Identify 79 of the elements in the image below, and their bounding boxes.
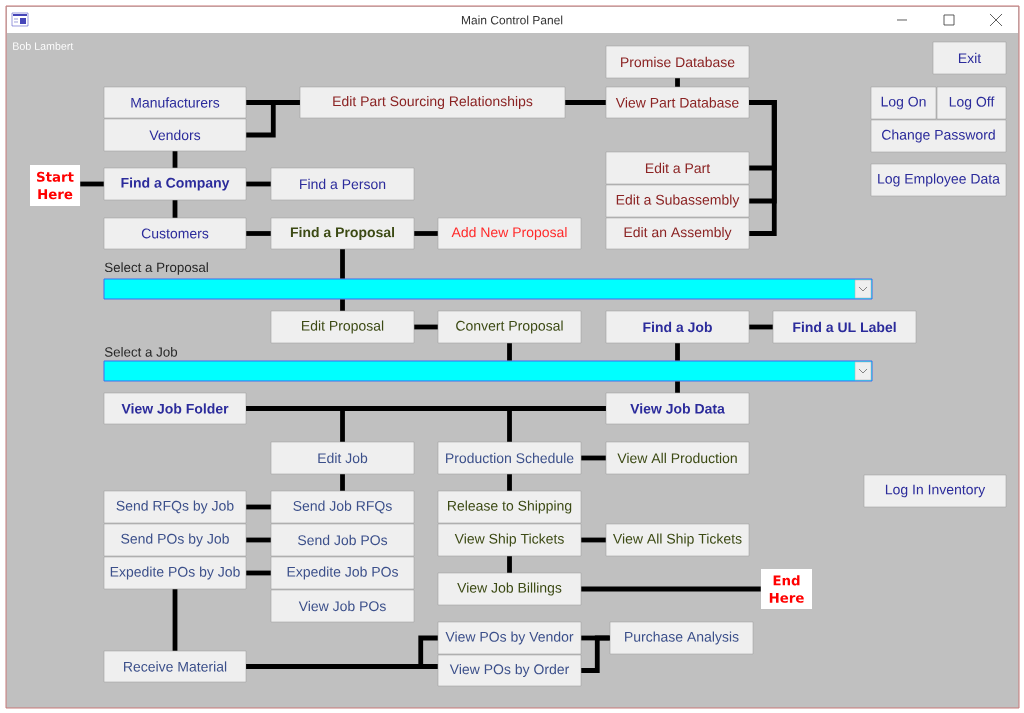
connector-line (246, 537, 271, 543)
menu-button: Send RFQs by Job (103, 490, 247, 524)
menu-button: Find a Job (605, 310, 750, 344)
menu-button: View Job Folder (103, 392, 247, 425)
menu-button: Log Employee Data (870, 163, 1007, 197)
menu-button: Send Job POs (270, 523, 415, 557)
connector-line (749, 100, 777, 236)
connector-line (172, 589, 178, 651)
connector-line (675, 343, 680, 361)
connector-line (581, 537, 606, 543)
connector-line (246, 231, 271, 236)
menu-button: Log In Inventory (863, 474, 1007, 508)
menu-button: View All Ship Tickets (605, 523, 750, 557)
connector-line (414, 231, 438, 236)
menu-button: Log Off (936, 86, 1007, 120)
connector-line (507, 343, 512, 361)
connector-line (80, 181, 104, 187)
menu-button: Log On (870, 86, 937, 120)
menu-button: View Part Database (605, 86, 750, 119)
menu-button: View Job POs (270, 589, 415, 623)
menu-button: Find a Person (270, 167, 415, 201)
menu-button: Edit Part Sourcing Relationships (299, 86, 566, 119)
window-title: Main Control Panel (461, 15, 563, 25)
connector-line (246, 181, 271, 187)
connector-line (507, 406, 606, 442)
connector-line (172, 200, 178, 218)
menu-button: View Ship Tickets (437, 523, 582, 557)
menu-button: Find a Company (103, 167, 247, 201)
menu-button: Find a UL Label (772, 310, 917, 344)
menu-button: Purchase Analysis (609, 621, 754, 655)
connector-line (246, 570, 271, 576)
connector-line (414, 324, 438, 330)
field-label: Select a Job (104, 346, 178, 357)
menu-button: Edit a Part (605, 151, 750, 185)
menu-button: Edit an Assembly (605, 217, 750, 250)
connector-line (340, 299, 345, 311)
menu-button: Release to Shipping (437, 490, 582, 524)
menu-button: Manufacturers (103, 86, 247, 119)
menu-button: Receive Material (103, 650, 247, 683)
connector-line (246, 635, 438, 669)
connector-line (581, 635, 610, 673)
connector-line (246, 406, 345, 442)
connector-line (581, 586, 761, 592)
note-box: Start Here (30, 165, 80, 206)
menu-button: View Job Data (605, 392, 750, 425)
menu-button: Edit Proposal (270, 310, 415, 344)
menu-button: View POs by Vendor (437, 621, 582, 655)
menu-button: View POs by Order (437, 654, 582, 687)
menu-button: Customers (103, 217, 247, 250)
menu-button: View All Production (605, 441, 750, 475)
connector-line (340, 474, 345, 491)
menu-button: Add New Proposal (437, 217, 582, 250)
menu-button: Send Job RFQs (270, 490, 415, 524)
menu-button: Promise Database (605, 45, 750, 79)
menu-button: Expedite POs by Job (103, 556, 247, 590)
connector-line (581, 455, 606, 461)
menu-button: Find a Proposal (270, 217, 415, 250)
menu-button: Send POs by Job (103, 523, 247, 557)
connector-line (507, 556, 512, 573)
connector-line (675, 381, 680, 393)
menu-button: Convert Proposal (437, 310, 582, 344)
connector-line (675, 78, 680, 87)
connector-line (340, 249, 345, 279)
connector-line (246, 504, 271, 510)
menu-button: Vendors (103, 118, 247, 152)
field-label: Select a Proposal (104, 262, 208, 275)
connector-line (565, 100, 606, 105)
menu-button: View Job Billings (437, 572, 582, 606)
menu-button: Edit a Subassembly (605, 184, 750, 218)
menu-button: Expedite Job POs (270, 556, 415, 590)
connector-line (172, 151, 178, 168)
menu-button: Production Schedule (437, 441, 582, 475)
connector-line (507, 474, 512, 491)
connector-line (749, 324, 773, 330)
connector-line (246, 100, 300, 138)
menu-button: Edit Job (270, 441, 415, 475)
menu-button: Exit (932, 41, 1007, 75)
user-name: Bob Lambert (13, 42, 74, 50)
note-box: End Here (761, 569, 812, 609)
